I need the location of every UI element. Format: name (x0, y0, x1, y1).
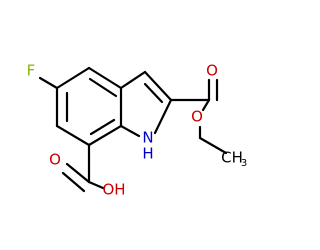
ester-ether-oxygen-label: O (191, 108, 203, 126)
bond-c6-c7 (55, 124, 91, 147)
molecule-drawing: F N H O O CH 3 O OH (27, 62, 248, 199)
nitrogen-hydrogen-label: H (142, 145, 153, 163)
bond-n1-c7a (119, 124, 141, 138)
structure-canvas: F N H O O CH 3 O OH (26, 61, 248, 199)
fluorine-label: F (27, 62, 36, 80)
bond-acid-carbonyl-a (65, 162, 91, 184)
bond-c3-c2 (143, 70, 173, 102)
ethyl-ch3-label: CH (221, 149, 243, 167)
bond-c4-c5 (55, 66, 91, 90)
bond-acid-carbonyl-b (61, 171, 86, 193)
bond-acid-hydroxyl (87, 180, 105, 190)
bond-c5-f (38, 76, 59, 90)
bond-c3a-c4 (87, 66, 123, 90)
bond-c7-c7a-inner (89, 118, 116, 136)
bond-c7-c7a (87, 124, 123, 147)
acid-carbonyl-oxygen-label: O (49, 151, 61, 169)
bond-carbonyl-ether-oxygen (201, 98, 211, 112)
bond-c3a-c4-inner (88, 77, 118, 98)
bond-c3-c2-inner (143, 82, 164, 104)
bond-c3a-c3 (119, 70, 147, 90)
ethyl-ch3-subscript: 3 (241, 158, 247, 169)
nitrogen-label: N (142, 129, 153, 147)
acid-hydroxyl-label: OH (102, 181, 125, 199)
ester-carbonyl-oxygen-label: O (206, 62, 218, 80)
bond-ch2-ch3 (198, 136, 228, 155)
bond-c2-n1 (153, 98, 173, 135)
